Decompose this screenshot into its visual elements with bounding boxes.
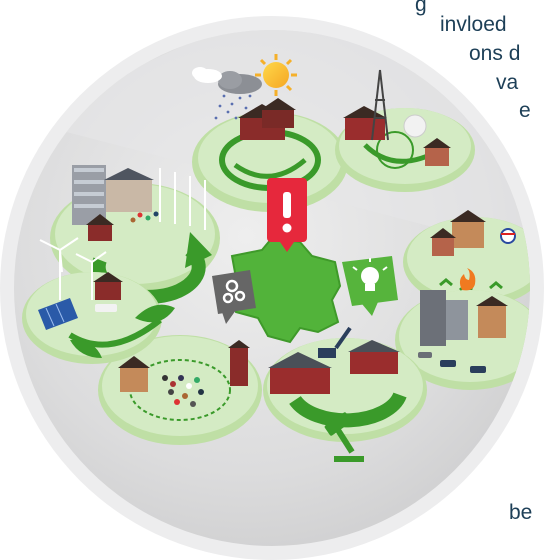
tower-icon (371, 69, 389, 141)
alert-bubble (267, 178, 307, 252)
data-bubble (212, 270, 256, 324)
background-text-line-6: be (509, 501, 533, 524)
gears-icon (222, 279, 246, 304)
solar-panel-icon (38, 298, 78, 330)
excavator-icon (318, 326, 352, 358)
background-text-line-1: g (415, 0, 427, 16)
crowd-icon (130, 211, 159, 223)
crowd-icon (162, 375, 204, 407)
idea-bubble (342, 256, 398, 316)
platform-solar-wind (22, 237, 175, 364)
car-icon (418, 352, 486, 373)
rain-icon (214, 94, 252, 120)
leaf-icon (70, 304, 175, 358)
lightbulb-icon (352, 258, 388, 291)
flag-icon (500, 228, 516, 244)
wind-turbine-icon (39, 237, 107, 300)
sun-icon (255, 54, 297, 96)
platform-crowd (98, 335, 262, 445)
background-text-line-5: e (519, 99, 531, 122)
background-text-line-2: invloed (440, 13, 507, 36)
background-text-line-4: va (496, 71, 519, 94)
platform-telecom (335, 69, 475, 192)
platform-community (403, 210, 530, 307)
cloud-icon (192, 67, 262, 94)
exclamation-icon (282, 192, 292, 233)
background-text-line-3: ons d (469, 42, 521, 65)
platform-construction-law (263, 326, 427, 462)
gavel-icon (324, 412, 364, 462)
fire-icon (459, 268, 476, 291)
platform-city (395, 268, 530, 390)
